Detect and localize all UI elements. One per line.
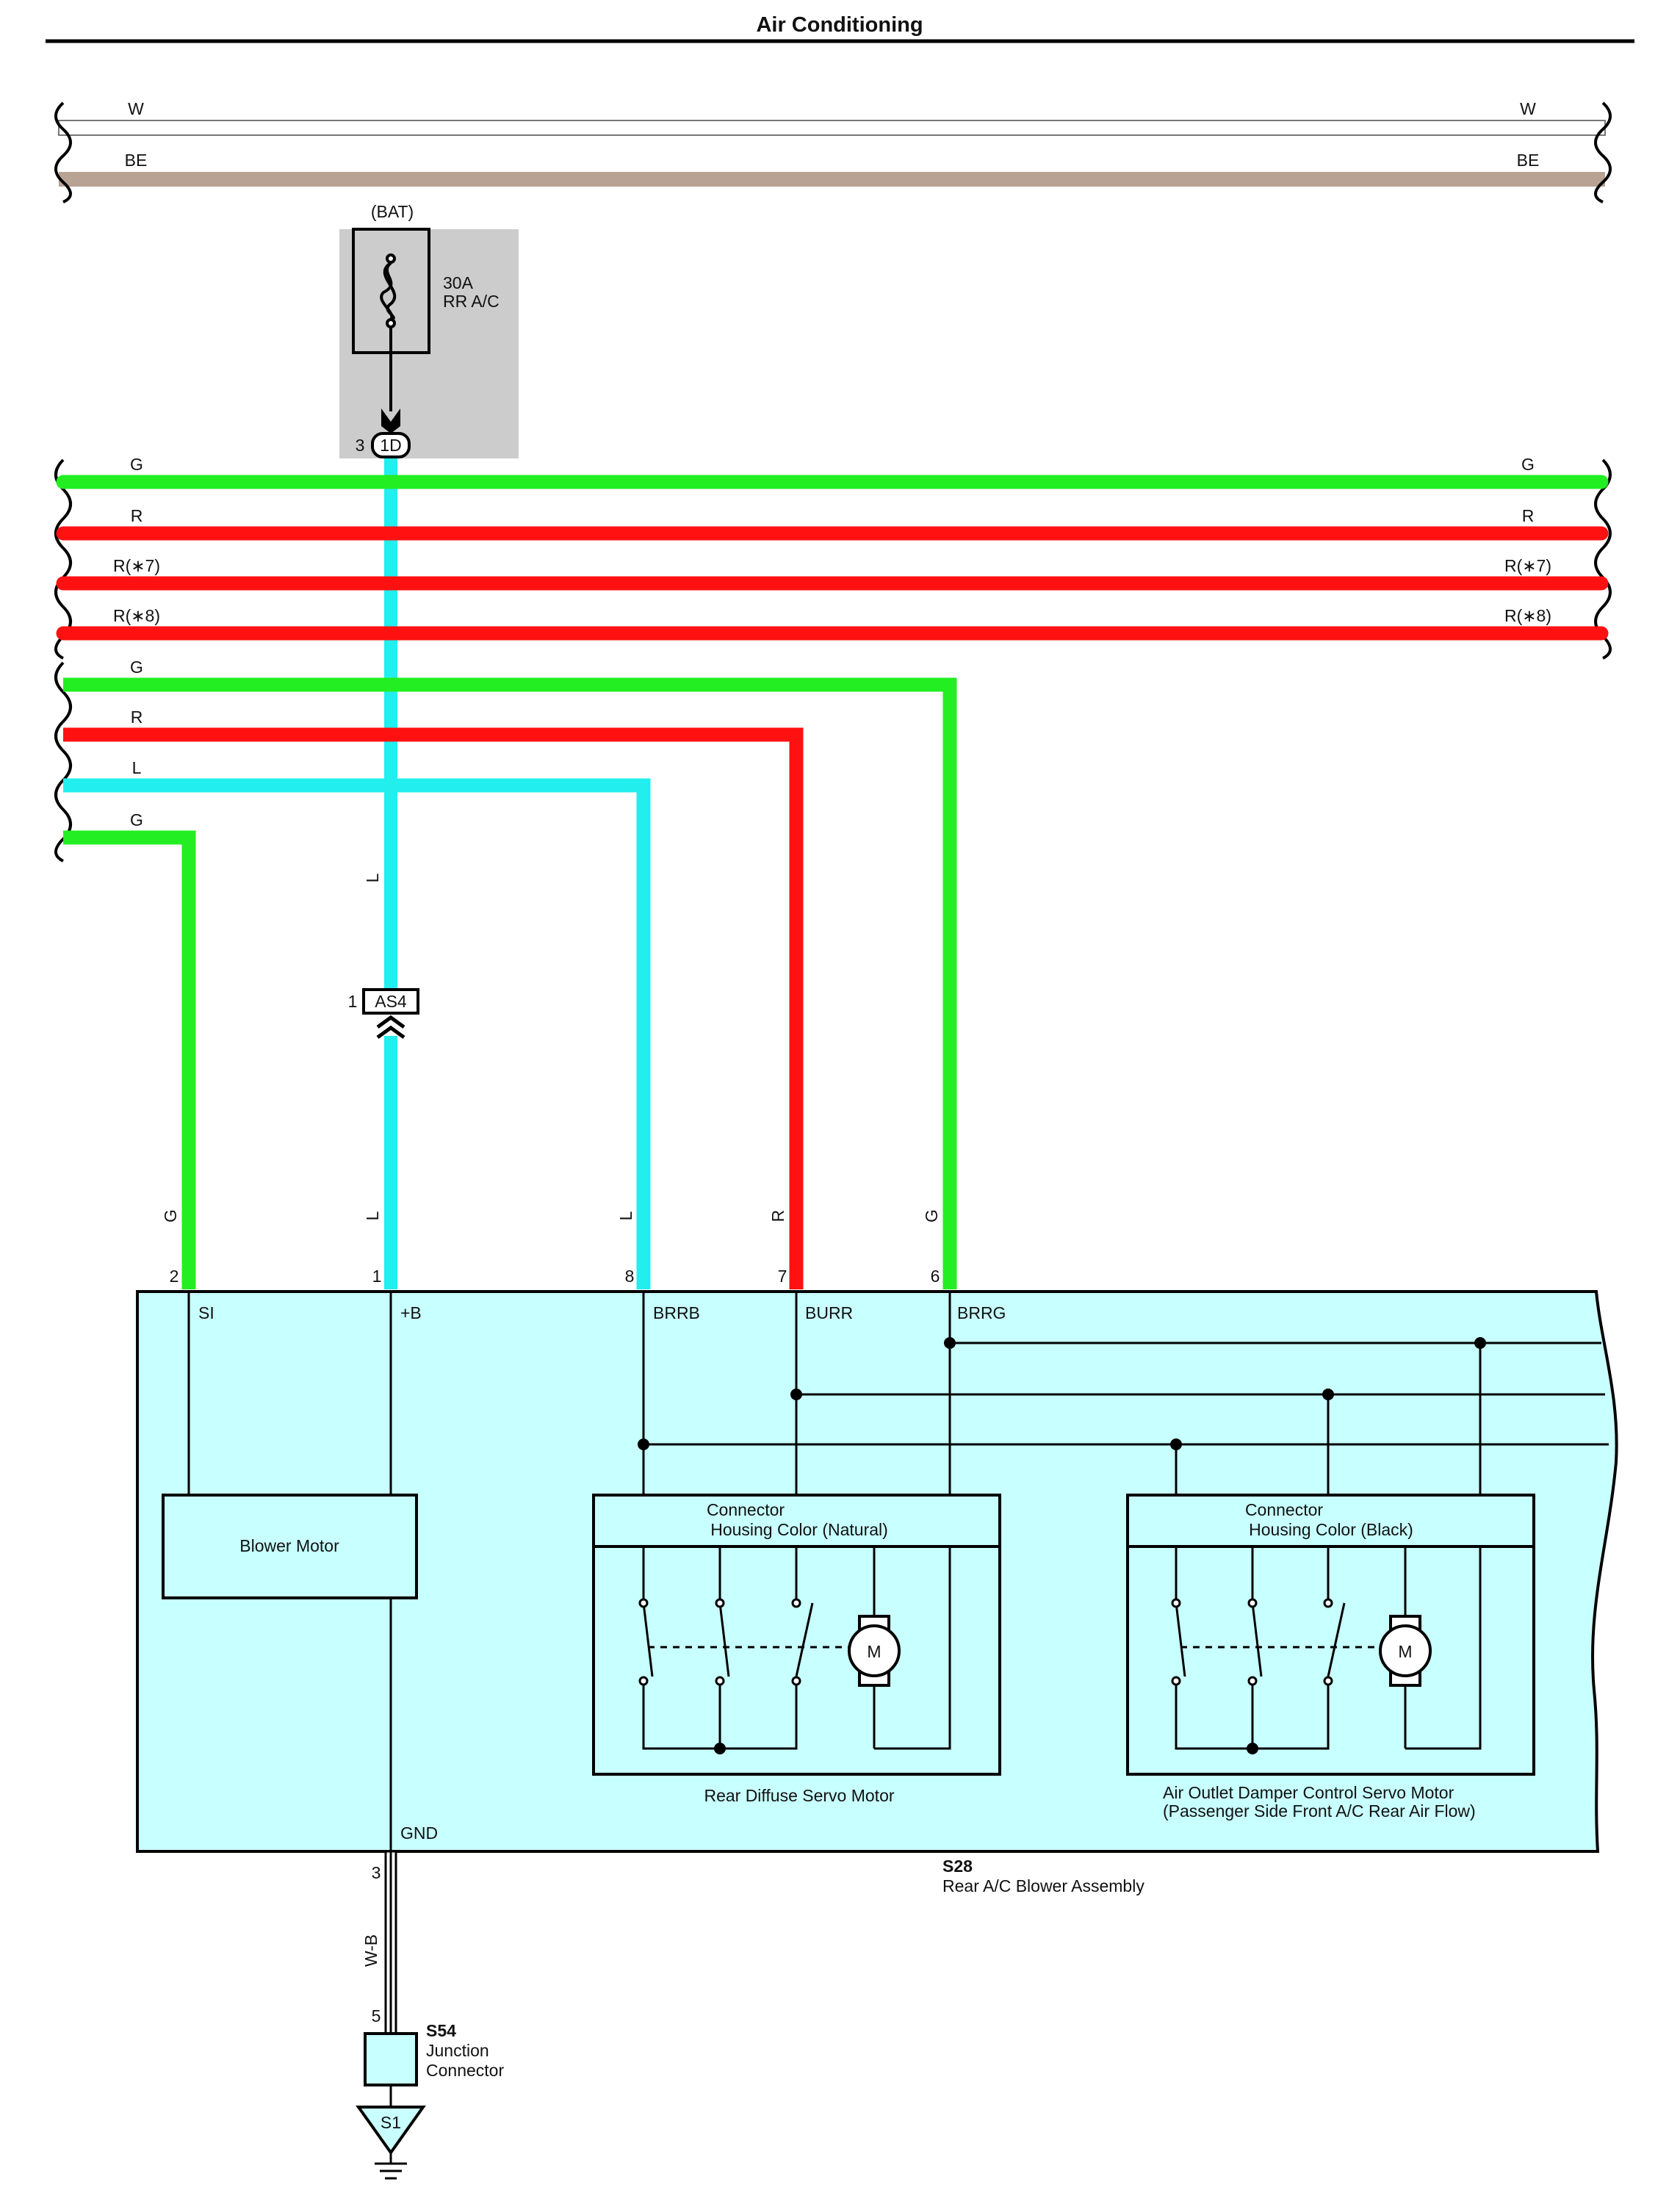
servo-natural: Connector Housing Color (Natural) M xyxy=(592,1494,1001,1776)
assembly-name: Rear A/C Blower Assembly xyxy=(942,1876,1144,1895)
bus-wire-be-label-right: BE xyxy=(1517,151,1540,170)
signal-wire-label-right: R(∗7) xyxy=(1504,556,1551,575)
branch-wire-label-g: G xyxy=(130,658,143,677)
junction-dots xyxy=(638,1337,1486,1450)
servo-black-housing-line2: Housing Color (Black) xyxy=(1249,1520,1413,1539)
motor-icon: M xyxy=(1379,1615,1432,1687)
bus-wire-be-label-left: BE xyxy=(125,151,148,170)
bus-wire-w: W W xyxy=(58,99,1606,136)
junction-connector-line1: Junction xyxy=(426,2041,489,2060)
servo-natural-motor-letter: M xyxy=(867,1642,881,1661)
ground-wire-wb xyxy=(384,1850,397,2042)
page-title: Air Conditioning xyxy=(756,13,923,37)
assembly-id: S28 xyxy=(942,1857,973,1876)
terminal-pin: 7 xyxy=(778,1267,787,1286)
terminal-name: BRRG xyxy=(957,1303,1006,1322)
signal-wires: G G R R R(∗7) R(∗7) R(∗8) R(∗8) xyxy=(56,455,1609,641)
ground-pin-bottom: 5 xyxy=(372,2006,381,2025)
signal-wire-r8: R(∗8) R(∗8) xyxy=(56,606,1609,641)
signal-wire-label-right: R(∗8) xyxy=(1504,606,1551,625)
branch-wires: G R L G xyxy=(63,658,957,1289)
motor-icon: M xyxy=(848,1615,901,1687)
terminal-wire-label: R xyxy=(768,1210,787,1222)
servo-black-motor-letter: M xyxy=(1398,1642,1412,1661)
terminal-name: BURR xyxy=(805,1303,853,1322)
terminal-name: BRRB xyxy=(653,1303,700,1322)
connector-as4-pin: 1 xyxy=(348,992,358,1011)
signal-wire-r7: R(∗7) R(∗7) xyxy=(56,556,1609,591)
ground-pin-top: 3 xyxy=(372,1863,381,1882)
servo-black-name-line2: (Passenger Side Front A/C Rear Air Flow) xyxy=(1163,1801,1476,1821)
connector-1d xyxy=(371,432,411,458)
connector-as4 xyxy=(362,988,419,1015)
bus-wire-w-label-left: W xyxy=(128,99,144,118)
terminal-wire-label: G xyxy=(922,1209,941,1222)
terminal-pin: 2 xyxy=(170,1267,179,1286)
terminal-name: SI xyxy=(198,1303,214,1322)
internal-wiring xyxy=(187,1292,1609,1851)
vertical-wire-label: L xyxy=(363,873,382,882)
branch-wire-label-r: R xyxy=(131,707,143,727)
junction-connector-s54 xyxy=(364,2032,418,2086)
signal-wire-label-left: G xyxy=(130,455,143,474)
terminal-wire-label: G xyxy=(161,1209,180,1222)
terminal-pin: 8 xyxy=(625,1267,635,1286)
ground-wire-label: W-B xyxy=(361,1934,381,1967)
fuse-connector-arrow-icon xyxy=(381,408,400,433)
signal-wire-label-left: R(∗8) xyxy=(113,606,160,625)
connector-as4-id: AS4 xyxy=(375,992,407,1011)
signal-wire-r: R R xyxy=(56,506,1609,541)
servo-natural-housing-line1: Connector xyxy=(707,1500,785,1519)
ground-point-id: S1 xyxy=(381,2113,401,2132)
servo-black: Connector Housing Color (Black) M xyxy=(1126,1494,1535,1776)
servo-black-housing-line1: Connector xyxy=(1245,1500,1323,1519)
signal-wire-label-right: R xyxy=(1522,506,1535,525)
junction-connector-line2: Connector xyxy=(426,2061,504,2080)
servo-natural-housing-line2: Housing Color (Natural) xyxy=(710,1520,888,1539)
signal-wire-label-left: R xyxy=(131,506,143,525)
signal-wire-label-left: R(∗7) xyxy=(113,556,160,575)
gnd-label: GND xyxy=(400,1823,438,1843)
servo-black-name-line1: Air Outlet Damper Control Servo Motor xyxy=(1163,1783,1454,1802)
ground-icon xyxy=(356,2106,426,2180)
terminal-pin: 1 xyxy=(372,1267,382,1286)
bus-wire-w-label-right: W xyxy=(1520,99,1536,118)
bus-wire-be: BE BE xyxy=(59,151,1605,187)
blower-motor-label: Blower Motor xyxy=(239,1536,339,1555)
signal-wire-g: G G xyxy=(56,455,1609,489)
terminal-wire-label: L xyxy=(616,1211,635,1220)
blower-motor xyxy=(162,1494,418,1599)
servo-natural-name: Rear Diffuse Servo Motor xyxy=(704,1786,894,1805)
signal-wire-label-right: G xyxy=(1521,455,1535,474)
terminal-pin: 6 xyxy=(931,1267,940,1286)
terminal-name: +B xyxy=(400,1303,422,1322)
branch-wire-label-g2: G xyxy=(130,810,143,829)
branch-wire-label-l: L xyxy=(132,758,142,777)
fuse-rating: 30A xyxy=(443,273,474,292)
fuse-source-label: (BAT) xyxy=(371,202,414,221)
connector-1d-id: 1D xyxy=(380,436,401,455)
connector-1d-pin: 3 xyxy=(356,436,365,455)
fuse-name: RR A/C xyxy=(443,292,500,311)
junction-connector-id: S54 xyxy=(426,2021,456,2040)
fuse-icon xyxy=(380,253,397,328)
chevron-up-icon xyxy=(376,1015,405,1040)
terminal-wire-label: L xyxy=(363,1211,382,1220)
